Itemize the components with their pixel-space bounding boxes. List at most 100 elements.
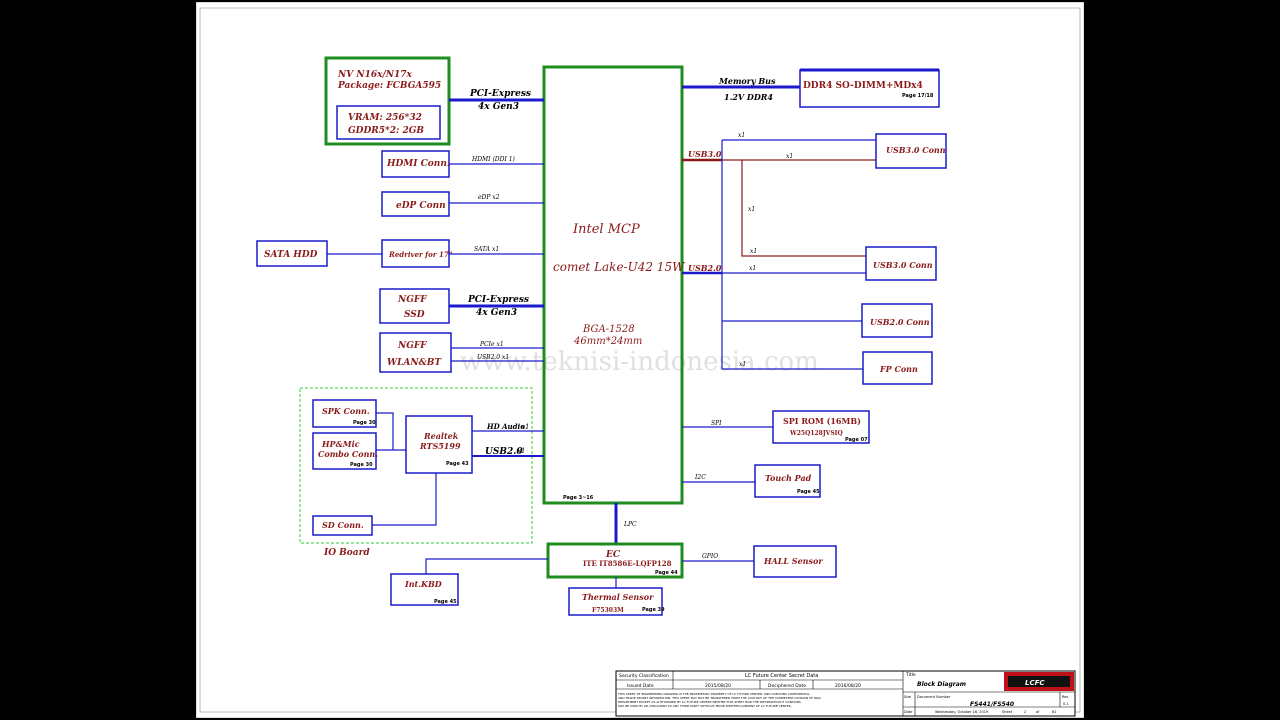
tb-sheet: 2 <box>1024 710 1026 714</box>
hda-x: x1 <box>521 423 529 431</box>
tb-title: Block Diagram <box>917 681 966 688</box>
hall-sensor-label: HALL Sensor <box>763 556 823 566</box>
usb3-conn2-wire <box>741 160 866 257</box>
tb-company: LC Future Center Secret Data <box>745 673 818 679</box>
tb-security: Security Classification <box>619 673 669 679</box>
edp-link: eDP x2 <box>478 194 500 201</box>
i2c-link: I2C <box>694 474 706 481</box>
tb-disclaimer1: THIS SHEET OF ENGINEERING DRAWING IS THE… <box>617 692 810 696</box>
pcie-gpu-label1: PCI-Express <box>469 89 531 99</box>
memory-bus-label: Memory Bus <box>718 76 776 86</box>
wlan-link1: PCIe x1 <box>479 341 504 348</box>
tb-deciphered-label: Deciphered Date <box>768 683 806 689</box>
spk-conn-label: SPK Conn. <box>322 406 370 416</box>
usb2-conn-box <box>861 303 933 338</box>
tb-size-label: Size <box>904 695 911 699</box>
tb-logo: LCFC <box>1025 679 1045 687</box>
hdmi-link: HDMI (DDI 1) <box>471 156 516 163</box>
ssd-line1: NGFF <box>397 295 427 305</box>
tb-issued: 2015/08/20 <box>705 683 731 689</box>
gpu-name: NV N16x/N17x <box>337 70 412 80</box>
tb-doc: FS441/FS540 <box>970 701 1014 708</box>
tb-disclaimer2: AND TRADE SECRET INFORMATION. THIS SHEET… <box>618 696 821 700</box>
tb-doc-label: Document Number <box>917 695 951 699</box>
wlan-line2: WLAN&BT <box>387 358 442 368</box>
io-board-label: IO Board <box>323 548 370 558</box>
lcfc-logo: LCFC <box>1004 672 1074 691</box>
wlan-link2: USB2.0 x1 <box>477 354 509 361</box>
spk-page: Page 30 <box>353 420 376 426</box>
cpu-package: BGA-1528 <box>582 324 635 335</box>
sata-hdd-label: SATA HDD <box>264 250 318 260</box>
wlan-line1: NGFF <box>397 341 427 351</box>
io-wires <box>372 412 437 526</box>
gpu-vram2: GDDR5*2: 2GB <box>348 126 424 136</box>
io-board-group <box>299 387 533 544</box>
spi-rom-page: Page 07 <box>845 437 868 443</box>
ssd-link2: 4x Gen3 <box>476 308 517 318</box>
cpu-title: Intel MCP <box>572 222 640 237</box>
sd-conn-label: SD Conn. <box>322 520 364 530</box>
thermal-page: Page 39 <box>642 607 665 613</box>
usb2-conn-label: USB2.0 Conn <box>870 317 930 327</box>
ddr4-label: DDR4 SO-DIMM+MDx4 <box>803 81 923 91</box>
usb3-x1d: x1 <box>750 248 757 255</box>
realtek-line2: RTS5199 <box>419 441 461 451</box>
tb-rev: 0.1 <box>1063 702 1069 706</box>
realtek-page: Page 43 <box>446 461 469 467</box>
spi-rom-box <box>772 410 870 444</box>
ec-page: Page 44 <box>655 570 678 576</box>
cpu-block <box>542 65 684 505</box>
gpio-link: GPIO <box>702 553 718 560</box>
cpu-page: Page 3~16 <box>563 495 594 501</box>
tb-issued-label: Issued Date <box>627 683 654 689</box>
thermal-label: Thermal Sensor <box>582 592 654 602</box>
usb3-label: USB3.0 <box>688 149 722 159</box>
kbd-box <box>390 573 459 606</box>
watermark: www.teknisi-indonesia.com <box>460 347 819 377</box>
io-usb2-link: USB2.0 <box>485 447 523 457</box>
pcie-gpu-label2: 4x Gen3 <box>478 102 519 112</box>
hdmi-conn-label: HDMI Conn. <box>386 159 450 169</box>
ddr4-page: Page 17/18 <box>902 93 934 99</box>
fp-conn-box <box>862 351 933 385</box>
block-diagram: www.teknisi-indonesia.com Intel MCP come… <box>196 2 1084 718</box>
thermal-box <box>568 587 663 616</box>
kbd-wire <box>425 558 548 574</box>
tb-disclaimer4: MAY BE USED BY OR DISCLOSED TO ANY THIRD… <box>618 704 792 708</box>
usb3-conn1-box <box>875 133 947 169</box>
usb3-x1b: x1 <box>786 153 793 160</box>
lpc-link: LPC <box>623 521 637 528</box>
ec-part: ITE IT8586E-LQFP128 <box>583 559 672 568</box>
tb-of: 61 <box>1052 710 1056 714</box>
edp-conn-box <box>381 191 450 217</box>
gpu-vram1: VRAM: 256*32 <box>348 113 422 123</box>
sata-link: SATA x1 <box>474 246 499 253</box>
edp-conn-label: eDP Conn <box>396 201 446 211</box>
cpu-subtitle: comet Lake-U42 15W <box>553 260 686 274</box>
tb-deciphered: 2016/08/20 <box>835 683 861 689</box>
spi-link: SPI <box>711 420 722 427</box>
thermal-part: F75303M <box>592 607 624 614</box>
hpmic-line2: Combo Conn. <box>318 449 378 459</box>
spi-rom-part: W25Q128JVSIQ <box>789 430 843 437</box>
realtek-box <box>405 415 473 474</box>
fp-conn-label: FP Conn <box>879 364 918 374</box>
io-usb2-x: x1 <box>517 447 525 455</box>
tb-date-label: Date <box>904 710 912 714</box>
tb-date: Wednesday, October 16, 2019 <box>935 710 988 714</box>
hda-link: HD Audio <box>486 422 525 431</box>
gpu-vram-box <box>336 105 441 140</box>
schematic-sheet: www.teknisi-indonesia.com Intel MCP come… <box>196 2 1084 718</box>
touchpad-box <box>754 464 821 498</box>
gpu-package: Package: FCBGA595 <box>337 81 441 91</box>
kbd-page: Page 45 <box>434 599 457 605</box>
usb3-conn2-box <box>865 246 937 281</box>
usb2-wires <box>721 140 866 370</box>
wlan-box <box>379 332 452 373</box>
memory-type-label: 1.2V DDR4 <box>724 92 773 102</box>
hpmic-line1: HP&Mic <box>321 439 360 449</box>
tb-title-label: Title <box>905 672 916 678</box>
hall-sensor-box <box>753 545 837 578</box>
tb-of-label: of <box>1036 710 1040 714</box>
